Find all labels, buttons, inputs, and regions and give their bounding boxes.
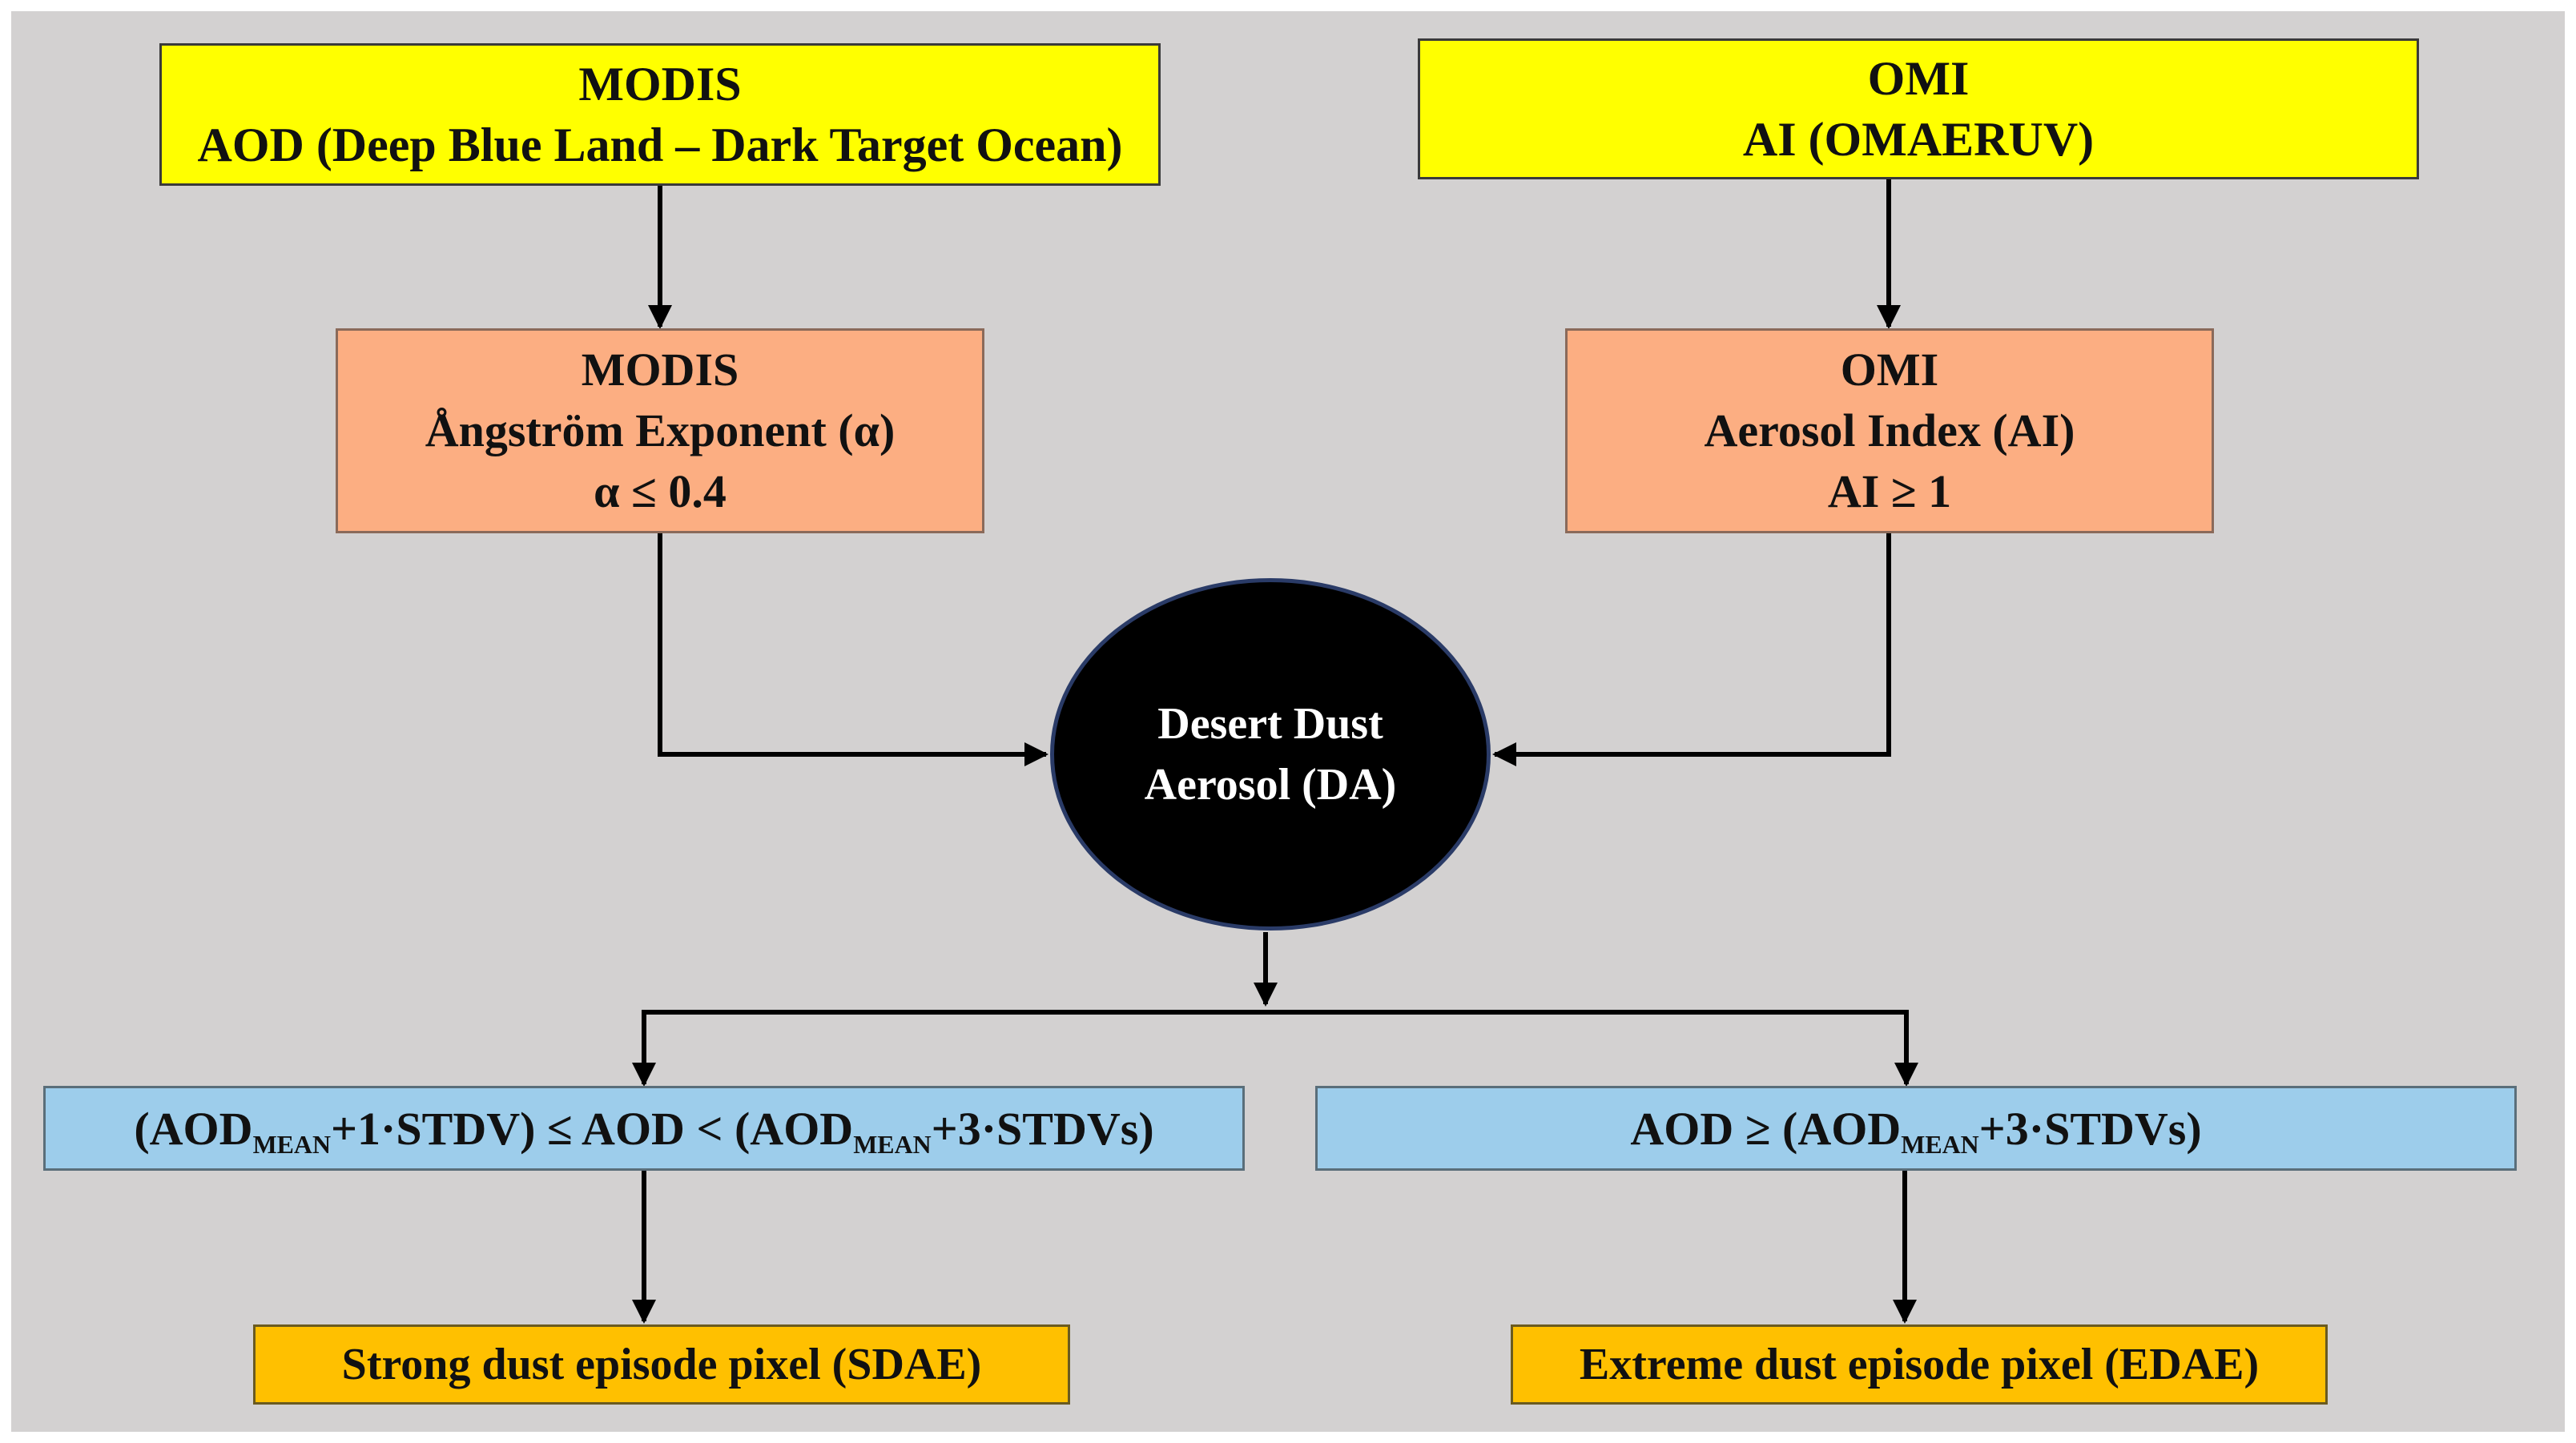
arrow-alpha-to-dust (658, 532, 1049, 766)
modis-angstrom-condition: α ≤ 0.4 (594, 465, 727, 517)
omi-aerosol-index-condition: AI ≥ 1 (1827, 465, 1952, 517)
strong-dust-result-box: Strong dust episode pixel (SDAE) (253, 1324, 1070, 1405)
extreme-dust-result-label: Extreme dust episode pixel (EDAE) (1579, 1340, 2260, 1389)
omi-aerosol-index-box: OMI Aerosol Index (AI) AI ≥ 1 (1565, 328, 2214, 533)
omi-aerosol-index-title: OMI (1840, 344, 1939, 396)
extreme-condition-box: AOD ≥ (AODMEAN+3·STDVs) (1315, 1086, 2517, 1171)
desert-dust-aerosol-node: Desert Dust Aerosol (DA) (1050, 578, 1491, 931)
omi-ai-box: OMI AI (OMAERUV) (1418, 38, 2419, 179)
flowchart-canvas: MODIS AOD (Deep Blue Land – Dark Target … (11, 11, 2565, 1432)
omi-aerosol-index-subtitle: Aerosol Index (AI) (1704, 404, 2075, 456)
branch-line (642, 1010, 1909, 1084)
strong-condition-formula: (AODMEAN+1·STDV) ≤ AOD < (AODMEAN+3·STDV… (134, 1102, 1154, 1159)
modis-angstrom-title: MODIS (581, 344, 739, 396)
extreme-dust-result-box: Extreme dust episode pixel (EDAE) (1511, 1324, 2328, 1405)
connector-layer (632, 179, 1918, 1324)
dust-line-1: Desert Dust (1157, 699, 1383, 749)
extreme-condition-formula: AOD ≥ (AODMEAN+3·STDVs) (1630, 1102, 2202, 1159)
modis-angstrom-subtitle: Ångström Exponent (α) (425, 404, 896, 456)
modis-aod-title: MODIS (578, 58, 742, 111)
strong-dust-result-label: Strong dust episode pixel (SDAE) (341, 1340, 982, 1389)
modis-angstrom-box: MODIS Ångström Exponent (α) α ≤ 0.4 (336, 328, 984, 533)
arrow-index-to-dust (1492, 532, 1891, 766)
strong-condition-box: (AODMEAN+1·STDV) ≤ AOD < (AODMEAN+3·STDV… (43, 1086, 1245, 1171)
omi-ai-title: OMI (1867, 52, 1970, 105)
omi-ai-subtitle: AI (OMAERUV) (1742, 113, 2095, 166)
modis-aod-box: MODIS AOD (Deep Blue Land – Dark Target … (159, 43, 1161, 186)
modis-aod-subtitle: AOD (Deep Blue Land – Dark Target Ocean) (197, 119, 1123, 171)
dust-line-2: Aerosol (DA) (1144, 760, 1397, 810)
